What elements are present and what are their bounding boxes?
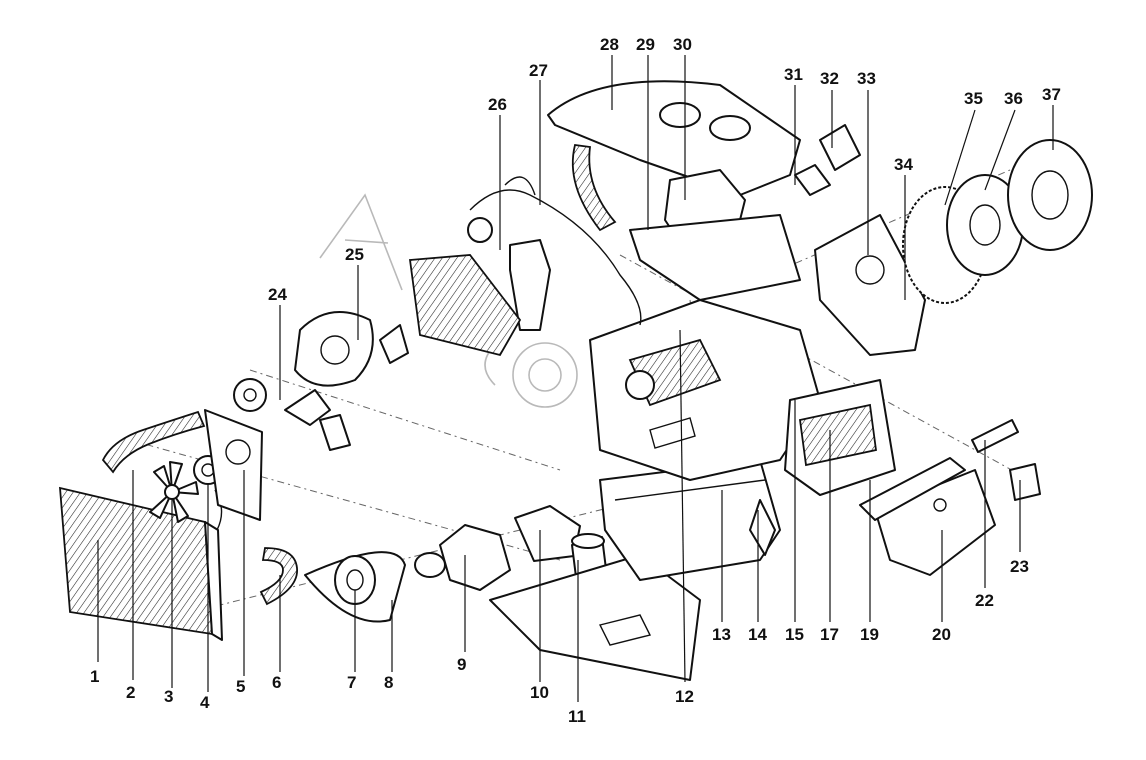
callout-24: 24 xyxy=(268,285,287,304)
part-cylinder-head xyxy=(784,379,896,496)
callout-numbers: 1 2 3 4 5 6 7 8 9 10 11 12 13 14 15 17 1… xyxy=(90,35,1061,726)
callout-26: 26 xyxy=(488,95,507,114)
callout-9: 9 xyxy=(457,655,466,674)
callout-19: 19 xyxy=(860,625,879,644)
callout-14: 14 xyxy=(748,625,767,644)
part-thermostat-housing xyxy=(414,524,511,591)
part-carb-elbow xyxy=(819,124,861,171)
callout-32: 32 xyxy=(820,69,839,88)
part-bracket xyxy=(971,419,1019,453)
callout-25: 25 xyxy=(345,245,364,264)
part-skid-plate xyxy=(489,554,701,681)
callout-17: 17 xyxy=(820,625,839,644)
callout-7: 7 xyxy=(347,673,356,692)
part-engine-block xyxy=(589,299,821,481)
part-sprocket xyxy=(233,378,351,451)
callout-leaders xyxy=(97,55,1054,702)
callout-15: 15 xyxy=(785,625,804,644)
callout-10: 10 xyxy=(530,683,549,702)
part-carburettor xyxy=(629,169,801,301)
callout-13: 13 xyxy=(712,625,731,644)
part-upper-hose xyxy=(101,410,206,474)
callout-30: 30 xyxy=(673,35,692,54)
part-oil-filter-housing xyxy=(514,505,581,562)
part-lower-hose xyxy=(259,547,298,606)
part-radiator xyxy=(59,486,223,641)
part-carb-spacer xyxy=(794,164,831,196)
callout-20: 20 xyxy=(932,625,951,644)
part-engine-mount xyxy=(1009,463,1041,501)
callout-34: 34 xyxy=(894,155,913,174)
callout-27: 27 xyxy=(529,61,548,80)
callout-37: 37 xyxy=(1042,85,1061,104)
callout-12: 12 xyxy=(675,687,694,706)
part-distributor xyxy=(467,176,642,331)
part-fan xyxy=(149,461,199,523)
part-rocker-cover xyxy=(874,469,996,576)
callout-31: 31 xyxy=(784,65,803,84)
callout-36: 36 xyxy=(1004,89,1023,108)
part-timing-cover xyxy=(204,409,263,521)
part-breather xyxy=(749,499,776,556)
callout-11: 11 xyxy=(568,707,586,726)
part-air-filter xyxy=(547,80,801,232)
callout-4: 4 xyxy=(200,693,210,712)
callout-33: 33 xyxy=(857,69,876,88)
callout-29: 29 xyxy=(636,35,655,54)
watermark xyxy=(319,193,578,408)
callout-22: 22 xyxy=(975,591,994,610)
callout-3: 3 xyxy=(164,687,173,706)
callout-35: 35 xyxy=(964,89,983,108)
callout-6: 6 xyxy=(272,673,281,692)
part-flywheel xyxy=(1007,139,1093,251)
callout-8: 8 xyxy=(384,673,393,692)
part-drive-belt-and-pulley xyxy=(304,551,406,623)
callout-1: 1 xyxy=(90,667,99,686)
callout-5: 5 xyxy=(236,677,245,696)
callout-2: 2 xyxy=(126,683,135,702)
part-distributor-shield xyxy=(408,254,522,357)
callout-23: 23 xyxy=(1010,557,1029,576)
part-bellhousing xyxy=(814,214,926,356)
part-alternator xyxy=(294,311,409,387)
callout-28: 28 xyxy=(600,35,619,54)
